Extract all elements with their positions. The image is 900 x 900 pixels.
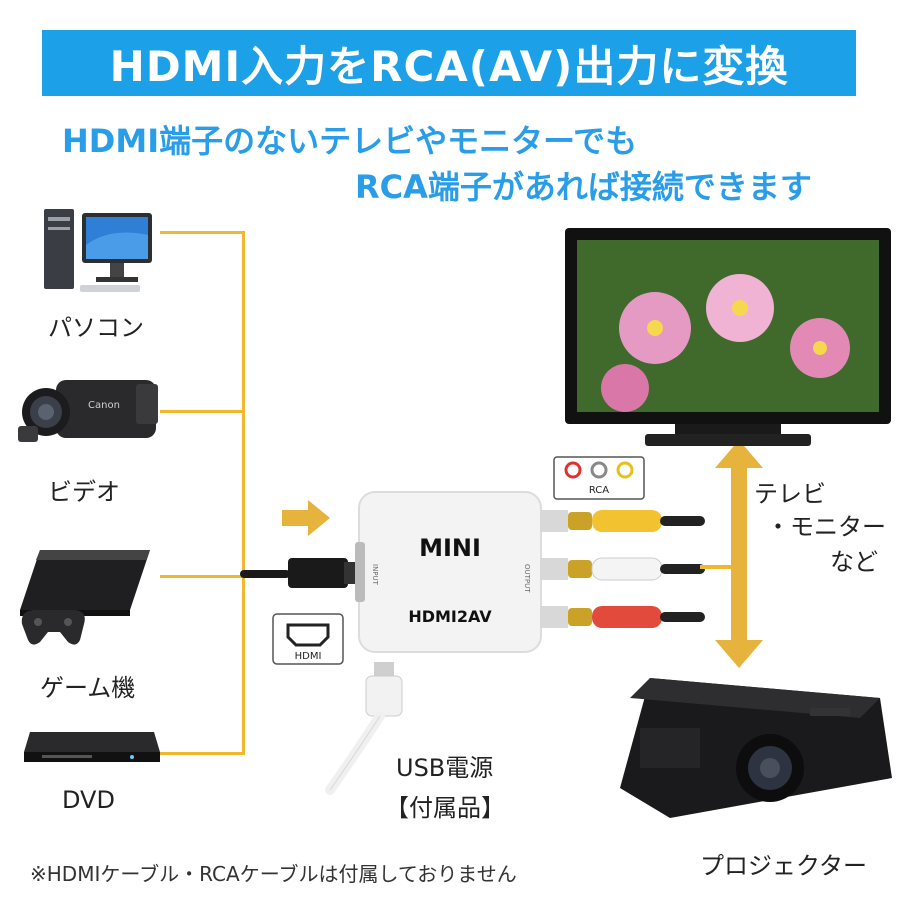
usb-cable-icon xyxy=(325,662,403,795)
game-console-icon xyxy=(20,550,150,645)
page-title: HDMI入力をRCA(AV)出力に変換 xyxy=(109,41,789,91)
connector-line-vertical xyxy=(242,231,245,755)
camera-brand-label: Canon xyxy=(88,400,120,411)
output-arrows-icon xyxy=(715,440,763,668)
rca-badge-icon: RCA xyxy=(553,456,645,500)
rca-cables xyxy=(540,510,705,628)
source-label-video: ビデオ xyxy=(48,478,120,506)
connector-line-dvd xyxy=(160,752,245,755)
hdmi-badge-icon: HDMI xyxy=(272,613,344,665)
projector-icon xyxy=(620,678,892,818)
converter-model-label: HDMI2AV xyxy=(408,607,492,626)
tv-label-line-1: テレビ xyxy=(754,480,826,508)
subtitle-line-1: HDMI端子のないテレビやモニターでも xyxy=(62,122,638,160)
tv-icon xyxy=(565,228,891,446)
subtitle-line-2: RCA端子があれば接続できます xyxy=(355,168,812,206)
input-arrow-icon xyxy=(282,500,330,536)
connector-line-game xyxy=(160,575,245,578)
source-label-dvd: DVD xyxy=(62,786,115,814)
converter-output-label: OUTPUT xyxy=(523,564,531,593)
footnote: ※HDMIケーブル・RCAケーブルは付属しておりません xyxy=(30,862,517,886)
usb-power-label: USB電源 xyxy=(396,754,494,782)
connector-line-video xyxy=(160,410,245,413)
source-label-pc: パソコン xyxy=(48,314,144,342)
connector-line-pc xyxy=(160,231,245,234)
hdmi2av-converter: MINI HDMI2AV INPUT OUTPUT xyxy=(355,491,542,653)
title-banner: HDMI入力をRCA(AV)出力に変換 xyxy=(42,30,856,96)
dvd-player-icon xyxy=(24,732,160,762)
video-camera-icon: Canon xyxy=(18,380,158,442)
converter-mini-label: MINI xyxy=(419,534,481,562)
hdmi-cable-plug xyxy=(240,558,360,588)
usb-accessory-label: 【付属品】 xyxy=(385,794,505,822)
source-label-game: ゲーム機 xyxy=(40,674,136,702)
output-connector-line xyxy=(700,565,742,569)
converter-input-label: INPUT xyxy=(371,564,379,586)
tv-label-line-2: ・モニター xyxy=(766,513,886,541)
tv-label-line-3: など xyxy=(830,548,878,576)
projector-label: プロジェクター xyxy=(700,852,868,880)
pc-icon xyxy=(44,209,152,292)
hdmi-badge-label: HDMI xyxy=(295,651,322,662)
rca-badge-label: RCA xyxy=(589,485,609,496)
